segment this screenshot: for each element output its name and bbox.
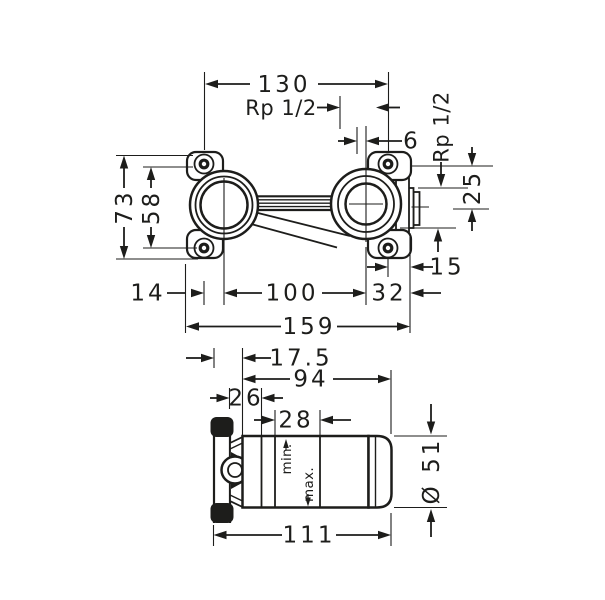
dia-51-label: Ø 51 [419,438,445,505]
dimension-6: 6 [338,127,421,155]
dim-14-label: 14 [130,281,165,307]
depth-marks: min. max. [279,439,317,507]
max-label: max. [301,467,317,502]
min-label: min. [279,444,295,475]
screw-hole-bottom-right [377,237,399,259]
screw-hole-top-left [193,153,215,175]
mixer-body [241,434,393,509]
left-flange [185,150,260,260]
dimension-28: 28 [254,408,351,436]
dim-73-label: 73 [112,189,138,224]
dim-32-label: 32 [371,281,406,307]
dimension-17-5: 17.5 [186,346,332,436]
dim-25-label: 25 [460,170,486,205]
dim-159-label: 159 [283,314,336,340]
dimension-14-100-32: 14 100 32 [130,232,441,333]
side-view: min. max. 17.5 94 [186,346,447,549]
dimension-diameter-51: Ø 51 [394,404,447,537]
dimension-15: 15 [367,255,464,281]
dim-100-label: 100 [266,281,319,307]
front-view: 130 Rp 1/2 6 Rp 1/2 [112,72,493,340]
dim-58-label: 58 [139,190,165,225]
dimension-94: 94 [242,367,392,434]
thread-left-text: Rp 1/2 [245,96,316,120]
thread-label-right: Rp 1/2 [400,91,468,252]
thread-label-left: Rp 1/2 [245,96,400,129]
right-flange [329,126,429,260]
screw-hole-bottom-left [193,237,215,259]
dimension-159: 159 [186,314,410,340]
dim-130-label: 130 [258,72,311,98]
dim-15-label: 15 [429,255,464,281]
dim-111-label: 111 [283,523,336,549]
dimension-73: 73 [112,154,198,260]
dimension-130: 130 [203,72,390,152]
dim-94-label: 94 [293,367,328,393]
dimension-111: 111 [212,513,392,549]
connecting-bar [250,195,351,249]
dim-26-label: 26 [228,386,263,412]
dimension-25: 25 [410,147,493,231]
dimension-26: 26 [210,386,283,436]
screw-hole-top-right [377,153,399,175]
dim-28-label: 28 [278,408,313,434]
dim-6-label: 6 [403,129,421,155]
dimension-58: 58 [139,166,197,249]
dim-17-5-label: 17.5 [269,346,332,372]
protection-cap [367,434,393,509]
thread-right-text: Rp 1/2 [430,91,454,162]
